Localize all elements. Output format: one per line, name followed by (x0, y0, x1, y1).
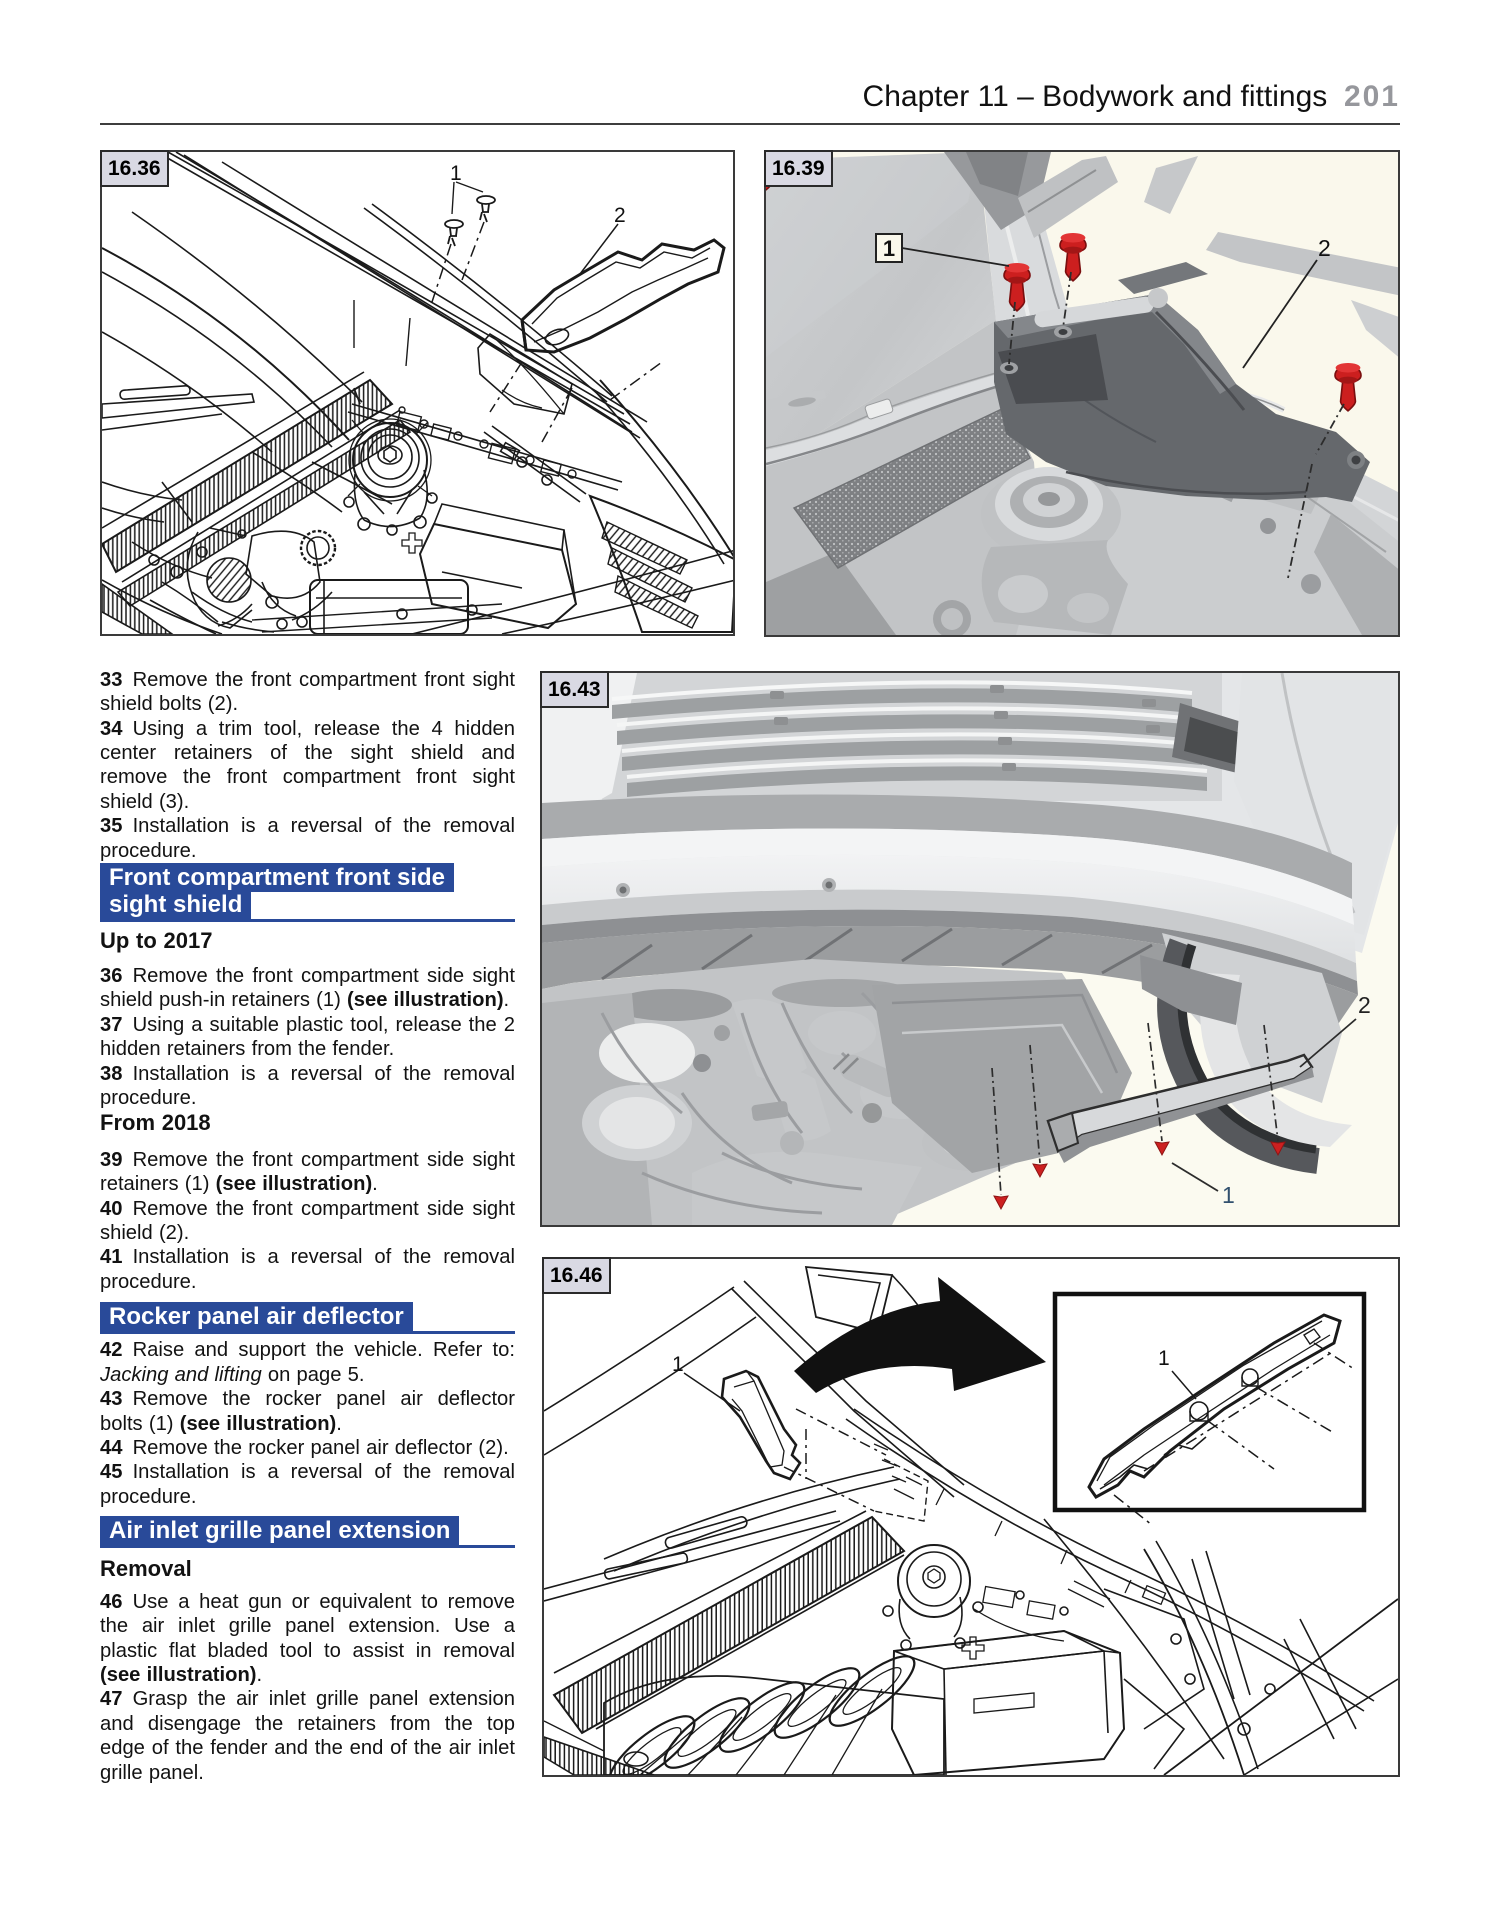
svg-text:1: 1 (1158, 1347, 1170, 1370)
svg-text:1: 1 (672, 1353, 684, 1376)
svg-text:1: 1 (450, 162, 462, 185)
svg-text:1: 1 (883, 236, 895, 261)
svg-text:2: 2 (614, 204, 626, 227)
svg-text:1: 1 (1222, 1182, 1235, 1208)
svg-text:2: 2 (1358, 992, 1371, 1018)
svg-text:2: 2 (1318, 235, 1331, 261)
